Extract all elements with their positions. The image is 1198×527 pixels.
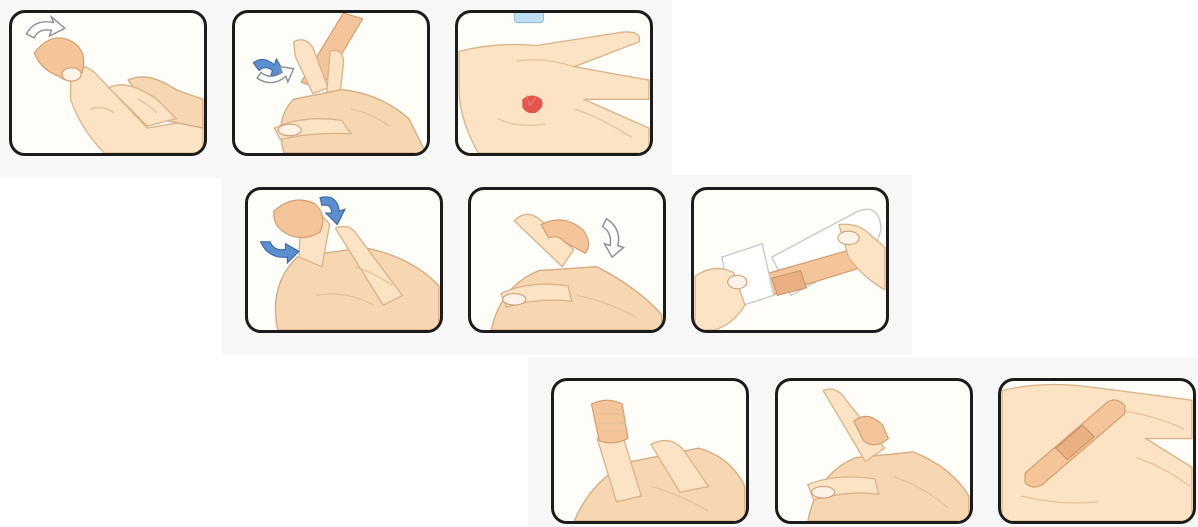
- step-7-panel: [551, 378, 749, 524]
- peel-plaster-backing-icon: [694, 190, 886, 330]
- step-5-panel: [468, 187, 666, 333]
- step-8-panel: [775, 378, 973, 524]
- bandaged-finger-icon: [778, 381, 970, 521]
- finger-plaster-strip-icon: [235, 13, 427, 153]
- wrapped-fingertip-icon: [554, 381, 746, 521]
- step-4-panel: [245, 187, 443, 333]
- step-1-panel: [9, 10, 207, 156]
- plaster-on-hand-icon: [1001, 381, 1193, 521]
- step-6-panel: [691, 187, 889, 333]
- hand-wound-icon: [458, 13, 650, 153]
- step-2-panel: [232, 10, 430, 156]
- finger-wrap-icon: [12, 13, 204, 153]
- finger-wrap-around-icon: [471, 190, 663, 330]
- fingertip-fold-icon: [248, 190, 440, 330]
- step-9-panel: [998, 378, 1196, 524]
- step-3-panel: [455, 10, 653, 156]
